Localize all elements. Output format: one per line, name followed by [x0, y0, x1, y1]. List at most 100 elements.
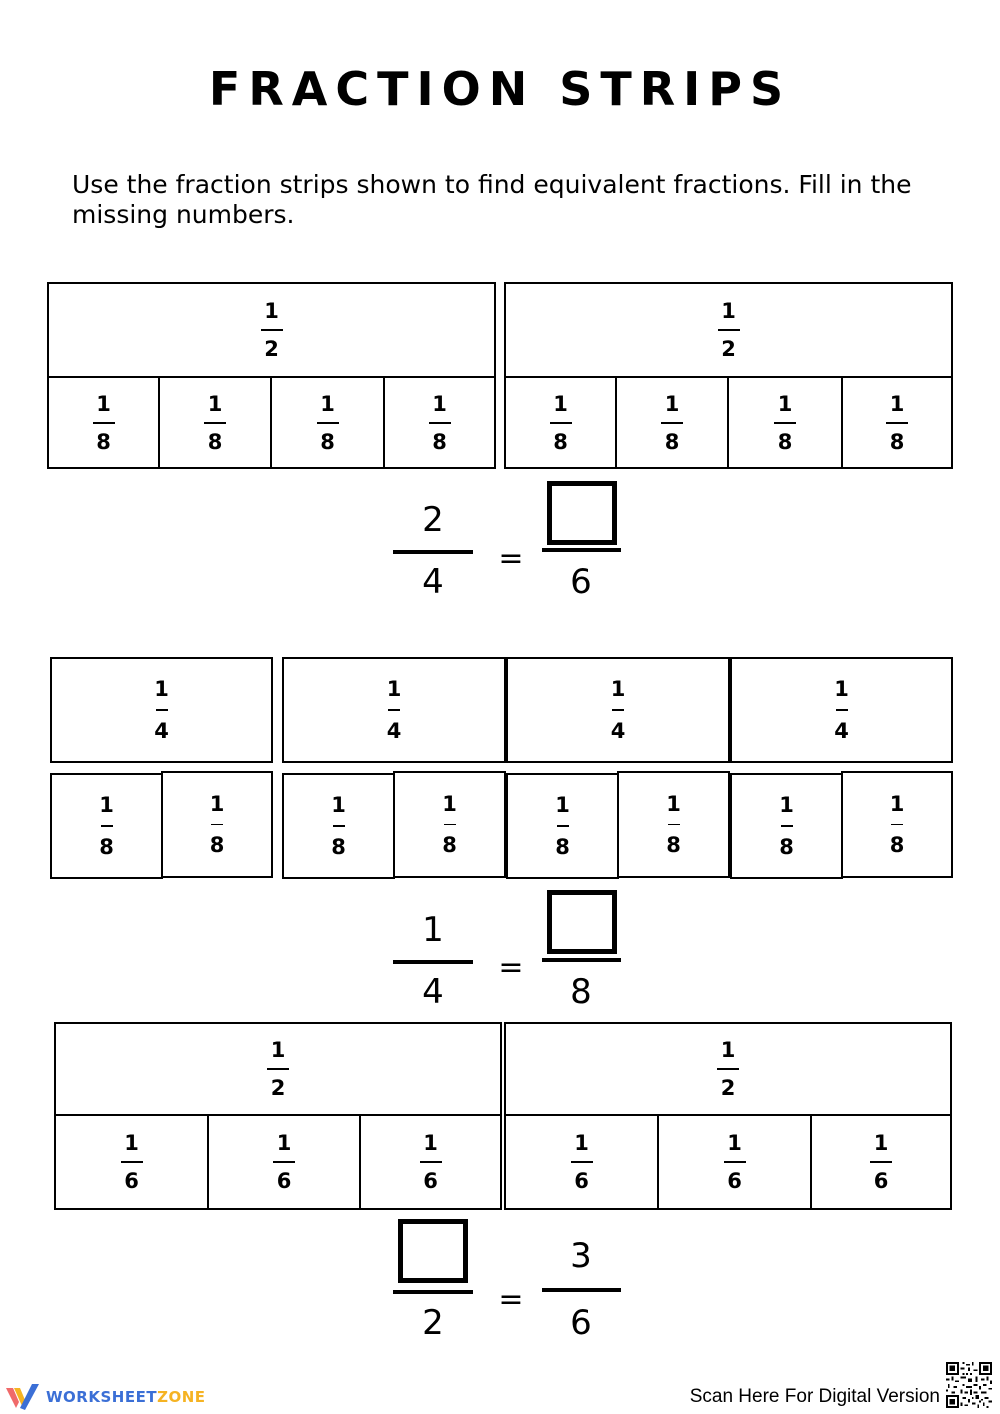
equation-left-numerator: 2 [422, 500, 444, 540]
answer-box[interactable] [398, 1219, 468, 1283]
fraction-numerator: 1 [727, 1131, 742, 1155]
scan-text: Scan Here For Digital Version [689, 1386, 940, 1407]
fraction-denominator: 4 [834, 718, 849, 743]
fraction-denominator: 6 [423, 1169, 438, 1193]
fraction-numerator: 1 [664, 391, 680, 416]
fraction-numerator: 1 [207, 391, 223, 416]
fraction-numerator: 1 [555, 793, 570, 818]
fraction-numerator: 1 [834, 677, 849, 702]
fraction-denominator: 2 [720, 1076, 736, 1100]
equation-right-bar [542, 548, 621, 552]
equals-sign: = [498, 541, 524, 576]
fraction-denominator: 4 [610, 718, 626, 743]
fraction-numerator: 1 [209, 791, 225, 816]
equation-right-denominator: 6 [570, 562, 592, 602]
equation-left-bar [393, 550, 473, 554]
qr-code-icon[interactable] [946, 1362, 992, 1408]
fraction-numerator: 1 [331, 793, 346, 818]
answer-box[interactable] [547, 481, 617, 545]
equation-left-numerator: 1 [422, 910, 444, 950]
fraction-numerator: 1 [124, 1131, 139, 1155]
fraction-denominator: 6 [873, 1169, 889, 1193]
fraction-numerator: 1 [270, 1038, 286, 1062]
fraction-numerator: 1 [423, 1131, 438, 1155]
fraction-numerator: 1 [96, 391, 111, 416]
fraction-numerator: 1 [264, 299, 279, 323]
fraction-numerator: 1 [889, 791, 905, 816]
fraction-denominator: 8 [889, 833, 905, 858]
fraction-numerator: 1 [553, 391, 568, 416]
fraction-numerator: 1 [386, 677, 402, 702]
fraction-denominator: 8 [666, 833, 681, 858]
equals-sign: = [498, 1282, 524, 1317]
equation-left-bar [393, 1290, 473, 1294]
equation-left-denominator: 4 [422, 972, 444, 1012]
equation-right-denominator: 8 [570, 972, 592, 1012]
logo-zone-text: ZONE [157, 1388, 206, 1406]
fraction-denominator: 8 [96, 429, 111, 454]
equation-left-bar [393, 960, 473, 964]
fraction-denominator: 8 [779, 834, 794, 859]
fraction-denominator: 8 [555, 834, 570, 859]
fraction-denominator: 6 [276, 1169, 292, 1193]
logo-check-icon [6, 1384, 39, 1410]
fraction-denominator: 8 [432, 429, 447, 454]
logo-worksheet-text: WORKSHEET [46, 1388, 158, 1406]
fraction-denominator: 2 [264, 337, 279, 361]
fraction-denominator: 8 [209, 833, 225, 858]
fraction-numerator: 1 [889, 391, 905, 416]
fraction-numerator: 1 [610, 677, 626, 702]
fraction-denominator: 8 [320, 429, 335, 454]
fraction-denominator: 6 [124, 1169, 139, 1193]
equation-left-denominator: 4 [422, 562, 444, 602]
answer-box[interactable] [547, 890, 617, 954]
fraction-numerator: 1 [154, 677, 169, 702]
fraction-numerator: 1 [574, 1131, 589, 1155]
equals-sign: = [498, 950, 524, 985]
equation-left-denominator: 2 [422, 1303, 444, 1343]
page-title: FRACTION STRIPS [208, 62, 792, 116]
fraction-denominator: 2 [721, 337, 736, 361]
fraction-denominator: 2 [270, 1076, 286, 1100]
equation-right-numerator: 3 [570, 1236, 592, 1276]
fraction-denominator: 8 [99, 834, 114, 859]
fraction-denominator: 6 [574, 1169, 589, 1193]
fraction-numerator: 1 [320, 391, 335, 416]
fraction-denominator: 8 [207, 429, 223, 454]
instructions: Use the fraction strips shown to find eq… [72, 170, 912, 229]
equation-right-bar [542, 958, 621, 962]
fraction-denominator: 8 [553, 429, 568, 454]
fraction-denominator: 4 [386, 718, 402, 743]
fraction-numerator: 1 [777, 391, 793, 416]
worksheet-zone-logo: WORKSHEETZONE [6, 1382, 206, 1412]
fraction-numerator: 1 [442, 791, 457, 816]
fraction-denominator: 4 [154, 718, 169, 743]
fraction-denominator: 6 [727, 1169, 742, 1193]
